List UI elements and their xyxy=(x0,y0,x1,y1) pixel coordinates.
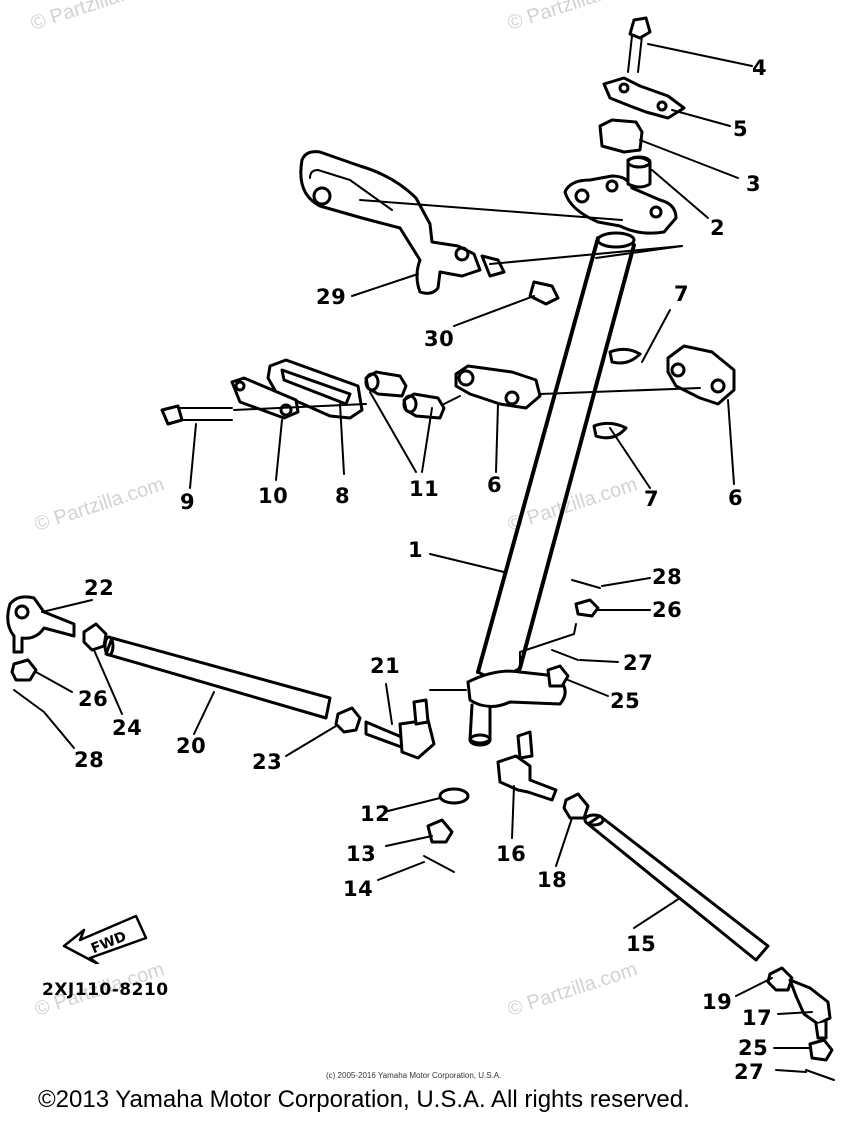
small-hardware xyxy=(423,579,601,873)
right-tie-rod xyxy=(496,730,835,1081)
callout-2: 2 xyxy=(710,216,726,240)
callout-25b: 25 xyxy=(738,1036,769,1060)
callout-15: 15 xyxy=(626,932,657,956)
callout-4: 4 xyxy=(752,56,768,80)
left-tie-rod xyxy=(6,595,436,760)
handlebar-bracket xyxy=(299,150,560,306)
callout-13: 13 xyxy=(346,842,377,866)
callout-10: 10 xyxy=(258,484,289,508)
callout-1: 1 xyxy=(408,538,424,562)
leader-lines xyxy=(35,43,813,1073)
callout-28b: 28 xyxy=(74,748,105,772)
callout-25a: 25 xyxy=(610,689,641,713)
callout-21: 21 xyxy=(370,654,401,678)
callout-18: 18 xyxy=(537,868,568,892)
callout-26a: 26 xyxy=(652,598,683,622)
steering-column xyxy=(466,231,636,747)
callout-20: 20 xyxy=(176,734,207,758)
mid-clamps xyxy=(160,344,736,440)
diagram-code: 2XJ110-8210 xyxy=(42,980,169,1000)
callout-19: 19 xyxy=(702,990,733,1014)
forward-arrow-icon: FWD xyxy=(62,914,148,964)
callout-6a: 6 xyxy=(487,473,503,497)
callout-12: 12 xyxy=(360,802,391,826)
callout-16: 16 xyxy=(496,842,527,866)
callout-9: 9 xyxy=(180,490,196,514)
callout-14: 14 xyxy=(343,877,374,901)
upper-clamp xyxy=(563,16,686,235)
callout-24: 24 xyxy=(112,716,143,740)
small-copyright: (c) 2005-2016 Yamaha Motor Corporation, … xyxy=(326,1071,502,1080)
callout-27a: 27 xyxy=(623,651,654,675)
callout-7b: 7 xyxy=(644,487,660,511)
callout-7a: 7 xyxy=(674,282,690,306)
callout-23: 23 xyxy=(252,750,283,774)
callout-27b: 27 xyxy=(734,1060,765,1084)
callout-17: 17 xyxy=(742,1006,773,1030)
callout-30: 30 xyxy=(424,327,455,351)
callout-5: 5 xyxy=(733,117,749,141)
callout-28a: 28 xyxy=(652,565,683,589)
callout-8: 8 xyxy=(335,484,351,508)
callout-11: 11 xyxy=(409,477,440,501)
callout-26b: 26 xyxy=(78,687,109,711)
callout-22: 22 xyxy=(84,576,115,600)
callout-6b: 6 xyxy=(728,486,744,510)
callout-29: 29 xyxy=(316,285,347,309)
callout-3: 3 xyxy=(746,172,762,196)
copyright-footer: ©2013 Yamaha Motor Corporation, U.S.A. A… xyxy=(38,1086,690,1113)
